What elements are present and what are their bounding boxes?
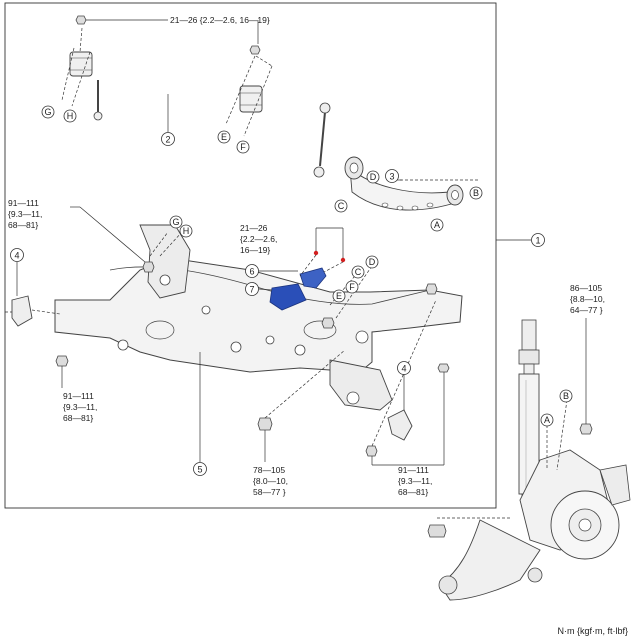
svg-text:91—111: 91—111 <box>63 391 94 401</box>
letter-c-1: C <box>334 199 348 213</box>
letter-a-2: A <box>540 413 554 427</box>
torque-label-left: 91—111 {9.3—11, 68—81} <box>8 198 42 230</box>
bracket-left <box>11 295 33 327</box>
callout-4-left: 4 <box>10 248 24 262</box>
svg-text:4: 4 <box>14 251 19 261</box>
svg-text:G: G <box>44 107 51 117</box>
svg-text:D: D <box>370 172 377 182</box>
letter-e-2: E <box>332 289 346 303</box>
svg-text:B: B <box>473 188 479 198</box>
letter-f-2: F <box>345 280 359 294</box>
torque-label-bottom-left: 91—111 {9.3—11, 68—81} <box>63 391 97 423</box>
upper-arm <box>344 156 464 211</box>
letter-b-1: B <box>469 186 483 200</box>
callout-2: 2 <box>161 94 175 146</box>
svg-text:{2.2—2.6,: {2.2—2.6, <box>240 234 277 244</box>
crossmember <box>54 224 463 411</box>
bolt-icon <box>321 317 335 329</box>
bolt-icon <box>257 417 273 431</box>
stabilizer-bar <box>61 51 331 178</box>
nut-icon <box>425 283 438 295</box>
callout-1: 1 <box>531 233 545 247</box>
letter-d-2: D <box>365 255 379 269</box>
svg-text:H: H <box>183 226 190 236</box>
torque-label-bottom-center: 78—105 {8.0—10, 58—77 } <box>253 465 288 497</box>
svg-text:68—81}: 68—81} <box>8 220 38 230</box>
svg-text:B: B <box>563 391 569 401</box>
letter-g-2: G <box>169 215 183 229</box>
svg-text:E: E <box>221 132 227 142</box>
svg-text:5: 5 <box>197 465 202 475</box>
svg-text:68—81}: 68—81} <box>398 487 428 497</box>
svg-text:3: 3 <box>389 172 394 182</box>
svg-text:A: A <box>544 415 550 425</box>
svg-text:58—77 }: 58—77 } <box>253 487 286 497</box>
nut-icon <box>55 355 69 367</box>
torque-label-right: 86—105 {8.8—10, 64—77 } <box>570 283 605 315</box>
svg-text:{8.8—10,: {8.8—10, <box>570 294 605 304</box>
svg-text:78—105: 78—105 <box>253 465 285 475</box>
svg-text:A: A <box>434 220 440 230</box>
nut-icon <box>437 363 450 373</box>
svg-text:F: F <box>349 282 355 292</box>
svg-text:2: 2 <box>165 135 170 145</box>
units-label: N·m {kgf·m, ft·lbf} <box>557 626 628 636</box>
svg-text:91—111: 91—111 <box>398 465 429 475</box>
letter-h-1: H <box>63 109 77 123</box>
svg-text:68—81}: 68—81} <box>63 413 93 423</box>
shock-absorber <box>518 319 540 507</box>
svg-text:91—111: 91—111 <box>8 198 39 208</box>
svg-text:H: H <box>67 111 74 121</box>
svg-text:1: 1 <box>535 236 540 246</box>
callout-6: 6 <box>245 264 259 278</box>
svg-text:{9.3—11,: {9.3—11, <box>398 476 432 486</box>
torque-label-mid: 21—26 {2.2—2.6, 16—19} <box>240 223 277 255</box>
torque-label-top: 21—26 {2.2—2.6, 16—19} <box>170 15 270 25</box>
svg-text:{9.3—11,: {9.3—11, <box>8 209 42 219</box>
letter-g-1: G <box>41 105 55 119</box>
svg-text:21—26: 21—26 <box>240 223 268 233</box>
callout-5: 5 <box>193 462 207 476</box>
letter-e-1: E <box>217 130 231 144</box>
svg-text:D: D <box>369 257 376 267</box>
letter-b-2: B <box>559 389 573 403</box>
letter-a-1: A <box>430 218 444 232</box>
svg-text:64—77 }: 64—77 } <box>570 305 603 315</box>
svg-text:{8.0—10,: {8.0—10, <box>253 476 288 486</box>
nut-icon <box>249 45 261 55</box>
svg-text:C: C <box>338 201 345 211</box>
torque-label-bottom-right: 91—111 {9.3—11, 68—81} <box>398 465 432 497</box>
svg-text:7: 7 <box>249 285 254 295</box>
nut-icon <box>579 423 593 435</box>
letter-f-1: F <box>236 140 250 154</box>
nut-icon <box>75 15 87 25</box>
bracket-part-6 <box>299 267 327 289</box>
assembly-frame <box>4 2 497 509</box>
cover-part-7 <box>269 283 307 311</box>
svg-text:6: 6 <box>249 267 254 277</box>
callout-3: 3 <box>385 169 399 183</box>
nut-icon <box>142 261 155 273</box>
svg-text:G: G <box>172 217 179 227</box>
knuckle-hub <box>427 423 631 601</box>
svg-text:F: F <box>240 142 246 152</box>
svg-text:{9.3—11,: {9.3—11, <box>63 402 97 412</box>
letter-d-1: D <box>366 170 380 184</box>
svg-text:16—19}: 16—19} <box>240 245 270 255</box>
callout-7: 7 <box>245 282 259 296</box>
svg-text:C: C <box>355 267 362 277</box>
callout-4-right: 4 <box>397 361 411 375</box>
letter-c-2: C <box>351 265 365 279</box>
bracket-right <box>387 409 413 441</box>
svg-text:4: 4 <box>401 364 406 374</box>
letter-h-2: H <box>179 224 193 238</box>
nut-icon <box>365 445 378 457</box>
svg-text:86—105: 86—105 <box>570 283 602 293</box>
svg-text:E: E <box>336 291 342 301</box>
